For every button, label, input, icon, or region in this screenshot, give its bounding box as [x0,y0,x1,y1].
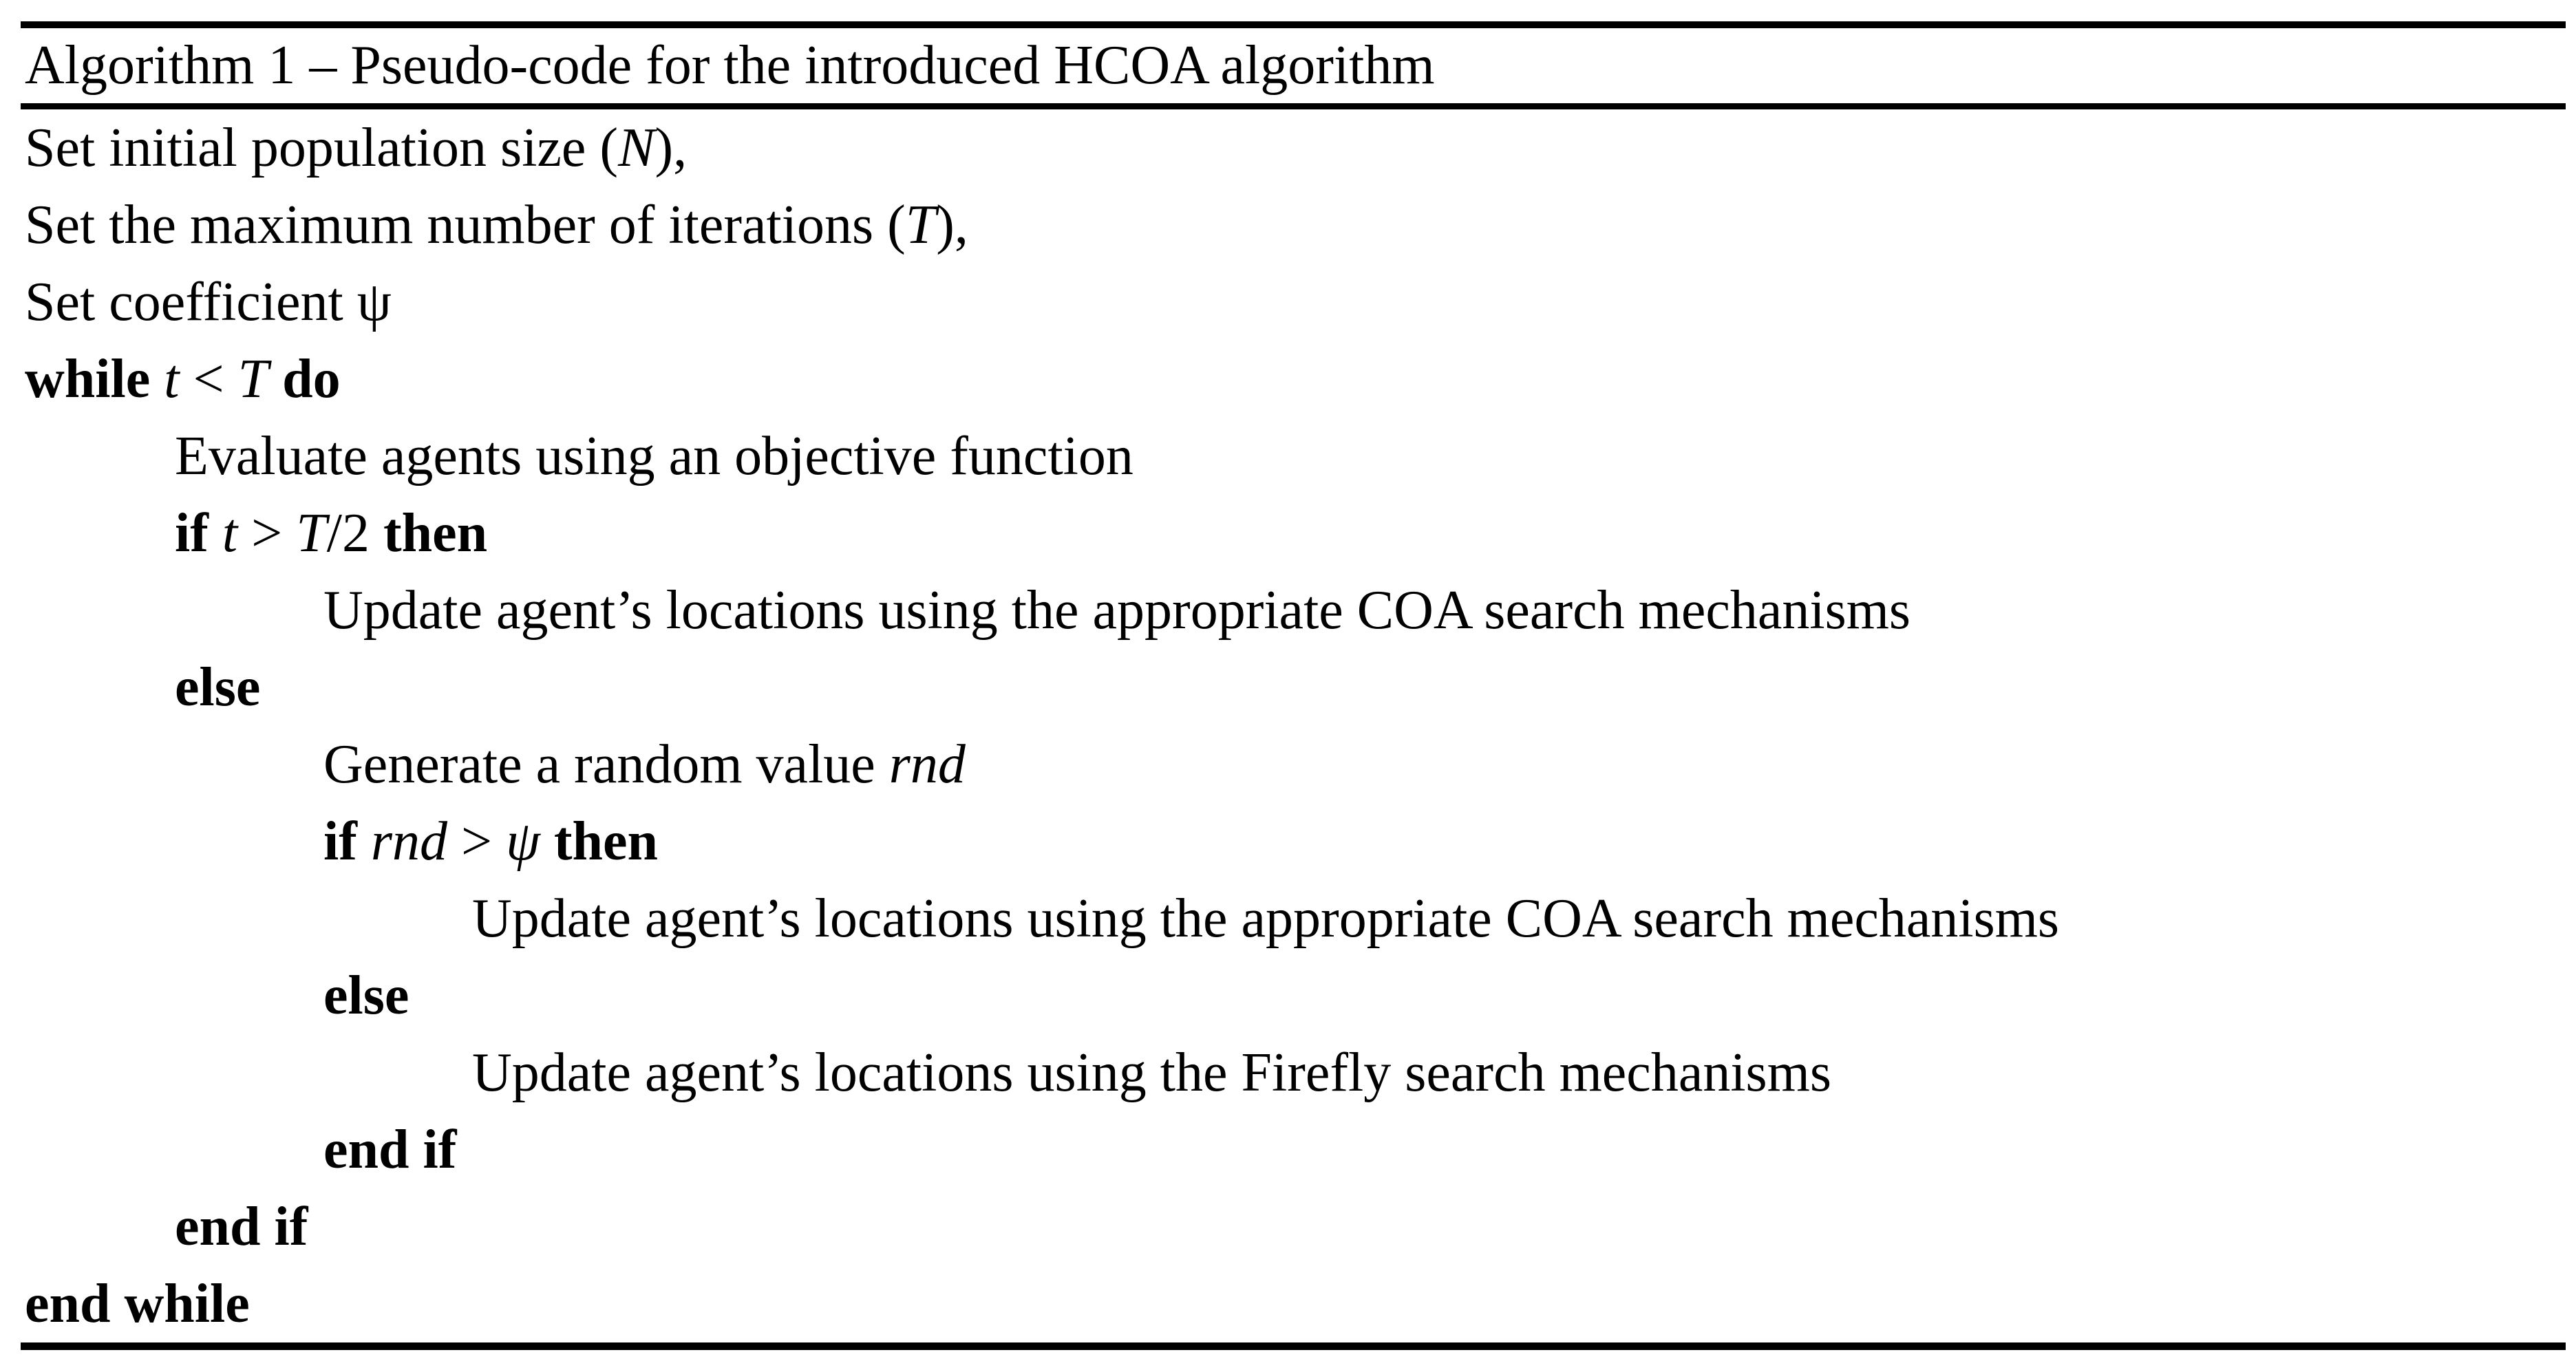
plain-text: ), [936,195,968,255]
plain-text: ), [654,118,688,178]
plain-text: Update agent’s locations using the appro… [323,580,1911,641]
keyword-text: else [175,657,261,718]
plain-text: > [447,811,507,872]
keyword-text: end if [175,1197,308,1257]
keyword-text: do [282,349,341,409]
plain-text: < [179,349,238,409]
algorithm-line: Evaluate agents using an objective funct… [21,418,2566,495]
algorithm-line: if t > T/2 then [21,495,2566,572]
algorithm-line: else [21,957,2566,1034]
plain-text [268,349,282,409]
top-rule [21,21,2566,28]
keyword-text: end while [25,1274,250,1334]
plain-text: Set initial population size ( [25,118,619,178]
plain-text [150,349,164,409]
algorithm-line: else [21,649,2566,726]
variable-text: T [296,503,327,564]
algorithm-title: Algorithm 1 – Pseudo-code for the introd… [25,35,1435,96]
algorithm-line: end while [21,1265,2566,1342]
plain-text [209,503,222,564]
plain-text: /2 [326,503,383,564]
variable-text: rnd [370,811,448,872]
bottom-rule [21,1342,2566,1350]
plain-text: Update agent’s locations using the appro… [472,888,2060,949]
algorithm-line: Set coefficient ψ [21,264,2566,341]
algorithm-line: end if [21,1111,2566,1188]
algorithm-line: Set initial population size (N), [21,109,2566,186]
variable-text: t [164,349,180,409]
plain-text: Generate a random value [323,734,889,795]
keyword-text: while [25,349,151,409]
keyword-text: else [323,965,409,1026]
algorithm-line: Update agent’s locations using the appro… [21,572,2566,649]
plain-text [357,811,371,872]
keyword-text: then [383,503,488,564]
algorithm-line: Update agent’s locations using the appro… [21,880,2566,957]
plain-text: > [237,503,297,564]
variable-text: T [905,195,937,255]
plain-text: Evaluate agents using an objective funct… [175,426,1133,486]
plain-text: Set the maximum number of iterations ( [25,195,906,255]
variable-text: rnd [888,734,966,795]
keyword-text: end if [323,1120,457,1180]
algorithm-body: Set initial population size (N),Set the … [21,109,2566,1342]
plain-text: Set coefficient [25,272,357,332]
algorithm-line: Generate a random value rnd [21,726,2566,803]
header-rule [21,103,2566,109]
keyword-text: then [553,811,658,872]
keyword-text: if [175,503,209,564]
variable-text: t [222,503,238,564]
algorithm-line: if rnd > ψ then [21,803,2566,880]
plain-text: Update agent’s locations using the Firef… [472,1042,1832,1103]
algorithm-line: while t < T do [21,341,2566,418]
algorithm-line: end if [21,1188,2566,1265]
variable-text: N [618,118,655,178]
plain-text: ψ [356,272,392,332]
variable-text: ψ [506,811,540,872]
keyword-text: if [323,811,357,872]
algorithm-line: Set the maximum number of iterations (T)… [21,186,2566,264]
plain-text [540,811,554,872]
variable-text: T [237,349,269,409]
algorithm-line: Update agent’s locations using the Firef… [21,1034,2566,1111]
